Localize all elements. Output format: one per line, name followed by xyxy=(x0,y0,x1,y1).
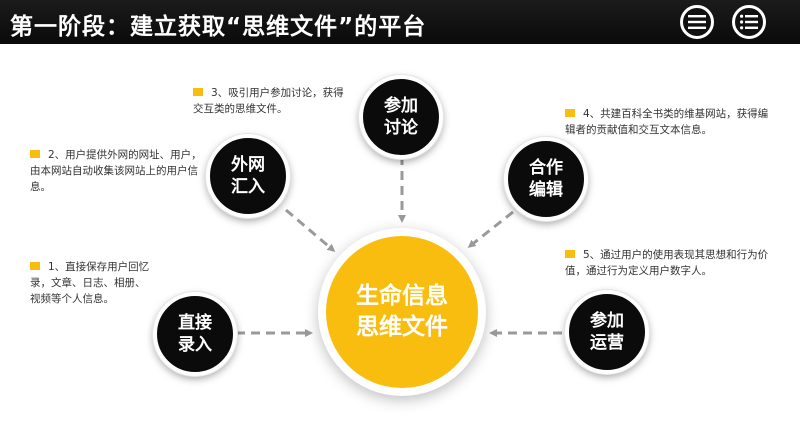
hamburger-menu-button[interactable] xyxy=(680,5,714,39)
note-5: 5、通过用户的使用表现其思想和行为价值，通过行为定义用户数字人。 xyxy=(565,247,783,279)
note-text: 4、共建百科全书类的维基网站，获得编辑者的贡献值和交互文本信息。 xyxy=(565,108,769,136)
arrow-external xyxy=(285,208,336,252)
note-text: 2、用户提供外网的网址、用户，由本网站自动收集该网站上的用户信息。 xyxy=(30,149,202,193)
note-2: 2、用户提供外网的网址、用户，由本网站自动收集该网站上的用户信息。 xyxy=(30,147,208,195)
node-label: 合作编辑 xyxy=(529,157,563,200)
note-4: 4、共建百科全书类的维基网站，获得编辑者的贡献值和交互文本信息。 xyxy=(565,106,777,138)
node-cooperative-edit: 合作编辑 xyxy=(504,137,588,221)
node-external-import: 外网汇入 xyxy=(206,134,290,218)
bullet-marker xyxy=(30,150,40,158)
node-label: 参加运营 xyxy=(590,310,624,353)
note-text: 1、直接保存用户回忆录，文章、日志、相册、视频等个人信息。 xyxy=(30,261,150,305)
note-text: 3、吸引用户参加讨论，获得交互类的思维文件。 xyxy=(193,87,344,115)
node-join-discussion: 参加讨论 xyxy=(359,75,443,159)
node-label: 直接录入 xyxy=(178,312,212,355)
list-menu-icon xyxy=(740,14,758,30)
hamburger-menu-icon xyxy=(688,15,706,29)
page-title: 第一阶段：建立获取“思维文件”的平台 xyxy=(10,14,427,40)
bullet-marker xyxy=(565,109,575,117)
note-3: 3、吸引用户参加讨论，获得交互类的思维文件。 xyxy=(193,85,351,117)
bullet-marker xyxy=(193,88,203,96)
note-1: 1、直接保存用户回忆录，文章、日志、相册、视频等个人信息。 xyxy=(30,259,150,307)
node-label: 参加讨论 xyxy=(384,95,418,138)
node-join-operation: 参加运营 xyxy=(565,290,649,374)
note-text: 5、通过用户的使用表现其思想和行为价值，通过行为定义用户数字人。 xyxy=(565,249,769,277)
bullet-marker xyxy=(565,250,575,258)
title-bar: 第一阶段：建立获取“思维文件”的平台 xyxy=(0,0,800,44)
list-menu-button[interactable] xyxy=(732,5,766,39)
arrow-cooperate xyxy=(467,210,514,248)
center-node-label: 生命信息思维文件 xyxy=(356,282,448,340)
node-direct-entry: 直接录入 xyxy=(153,292,237,376)
bullet-marker xyxy=(30,262,40,270)
center-node: 生命信息思维文件 xyxy=(326,236,478,388)
node-label: 外网汇入 xyxy=(231,154,265,197)
